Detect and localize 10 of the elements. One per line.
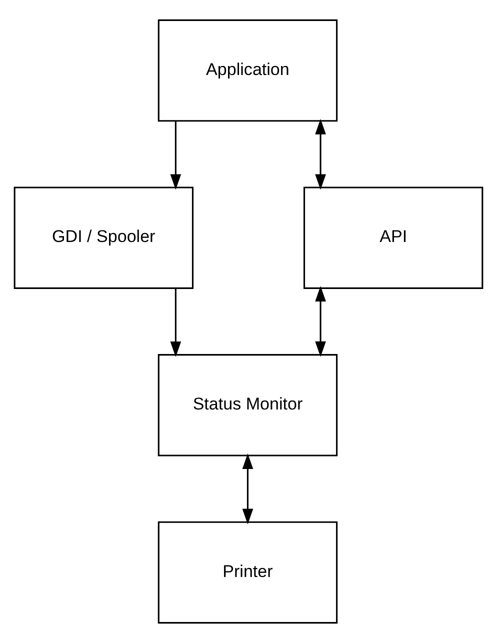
arrow [315, 286, 326, 357]
arrow [170, 288, 182, 358]
node-box: API [304, 186, 484, 289]
node-box: GDI / Spooler [14, 186, 194, 289]
node-box: Status Monitor [158, 354, 338, 456]
arrow [170, 121, 182, 190]
node-box: Printer [158, 521, 338, 624]
arrow [315, 118, 326, 190]
node-box: Application [158, 19, 338, 122]
arrow [242, 453, 254, 524]
